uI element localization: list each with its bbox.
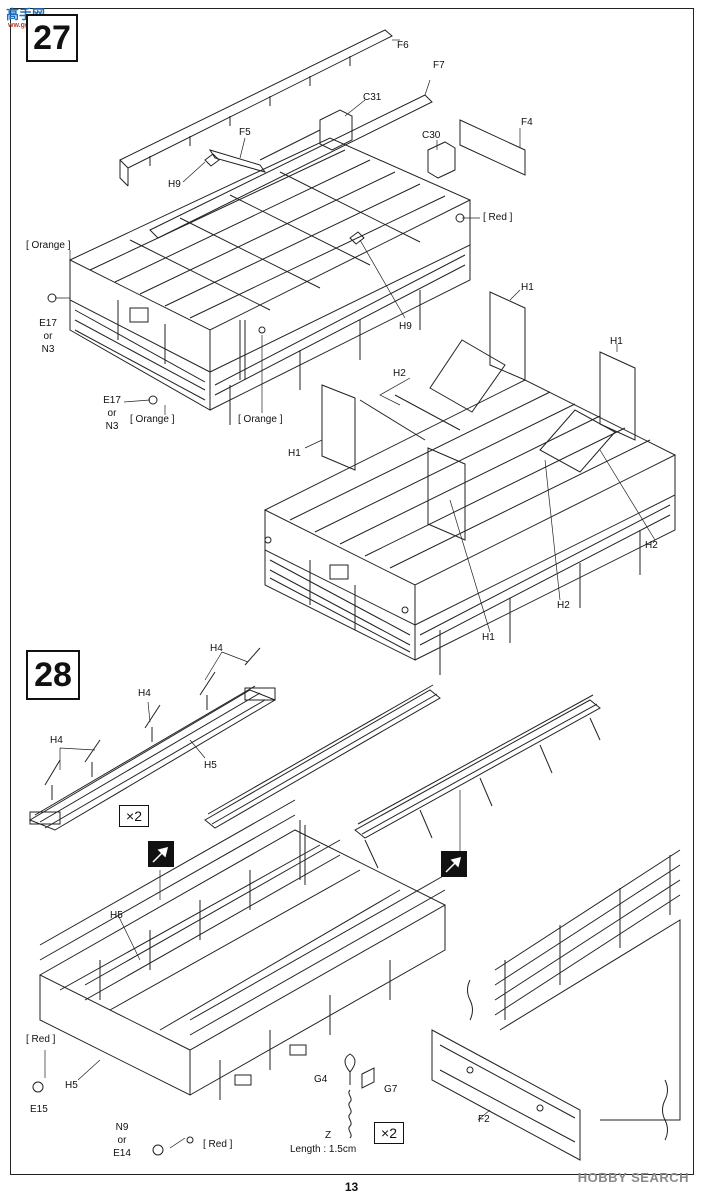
step27-leader-lines: [55, 39, 656, 633]
label-f2: F2: [478, 1114, 490, 1125]
label-f6: F6: [397, 40, 409, 51]
parts-f5-h9: [204, 149, 365, 245]
label-h1-c: H1: [288, 448, 301, 459]
label-e14: E14: [113, 1148, 131, 1159]
label-h9-top: H9: [168, 179, 181, 190]
part-f6-rail: [119, 29, 393, 187]
label-h5-mid: H5: [110, 910, 123, 921]
upper-truck-bed-left: [47, 129, 472, 425]
label-h2-a: H2: [393, 368, 406, 379]
label-h5-low: H5: [65, 1080, 78, 1091]
page-number: 13: [344, 1180, 359, 1194]
label-h4-a: H4: [210, 643, 223, 654]
lower-right-truck-bed: [263, 291, 677, 675]
label-h4-b: H4: [138, 688, 151, 699]
assembly-arrow-icon: [441, 851, 467, 877]
label-z: Z: [325, 1130, 332, 1141]
label-n9: N9: [115, 1122, 129, 1133]
label-f7: F7: [433, 60, 445, 71]
label-c30: C30: [422, 130, 441, 141]
hobby-search-watermark: HOBBY SEARCH: [578, 1170, 689, 1185]
label-red: [ Red ]: [483, 212, 513, 223]
label-chain-length: Length : 1.5cm: [290, 1144, 357, 1155]
label-h1-b: H1: [610, 336, 623, 347]
label-n3-a: N3: [41, 344, 55, 355]
step-number-box: 28: [26, 650, 80, 700]
label-h4-c: H4: [50, 735, 63, 746]
label-h1-a: H1: [521, 282, 534, 293]
label-h1-d: H1: [482, 632, 495, 643]
label-f4: F4: [521, 117, 533, 128]
label-g7: G7: [384, 1084, 398, 1095]
label-n3-b: N3: [105, 421, 119, 432]
label-h9-bottom: H9: [399, 321, 412, 332]
label-or: or: [117, 1135, 127, 1146]
label-f5: F5: [239, 127, 251, 138]
label-orange-right: [ Orange ]: [238, 414, 283, 425]
page-frame: [10, 8, 694, 1175]
label-or-b: or: [107, 408, 117, 419]
step-number-box: 27: [26, 14, 78, 62]
label-orange-mid: [ Orange ]: [130, 414, 175, 425]
label-h5-top: H5: [204, 760, 217, 771]
step28-leader-lines: [44, 651, 491, 1149]
quantity-x2-badge: ×2: [374, 1122, 404, 1144]
rear-side-rails: [204, 684, 601, 869]
assembly-arrow-icon: [148, 841, 174, 867]
quantity-x2-badge: ×2: [119, 805, 149, 827]
label-orange-top: [ Orange ]: [26, 240, 71, 251]
label-e15: E15: [30, 1104, 48, 1115]
label-or-a: or: [43, 331, 53, 342]
watermark-text: HOBBY SEARCH: [577, 1170, 689, 1185]
label-e17-a: E17: [39, 318, 57, 329]
label-c31: C31: [363, 92, 382, 103]
cargo-bed-assembled: [32, 799, 447, 1156]
parts-c31-c30: [319, 109, 526, 179]
label-red-left: [ Red ]: [26, 1034, 56, 1045]
cargo-bed-rear-and-f2: [431, 849, 681, 1161]
label-red-bottom: [ Red ]: [203, 1139, 233, 1150]
label-g4: G4: [314, 1074, 328, 1085]
chain-parts-g4-g7-z: [344, 1053, 375, 1139]
label-e17-b: E17: [103, 395, 121, 406]
part-h5-side-rail: [28, 647, 277, 831]
label-h2-c: H2: [557, 600, 570, 611]
label-h2-b: H2: [645, 540, 658, 551]
